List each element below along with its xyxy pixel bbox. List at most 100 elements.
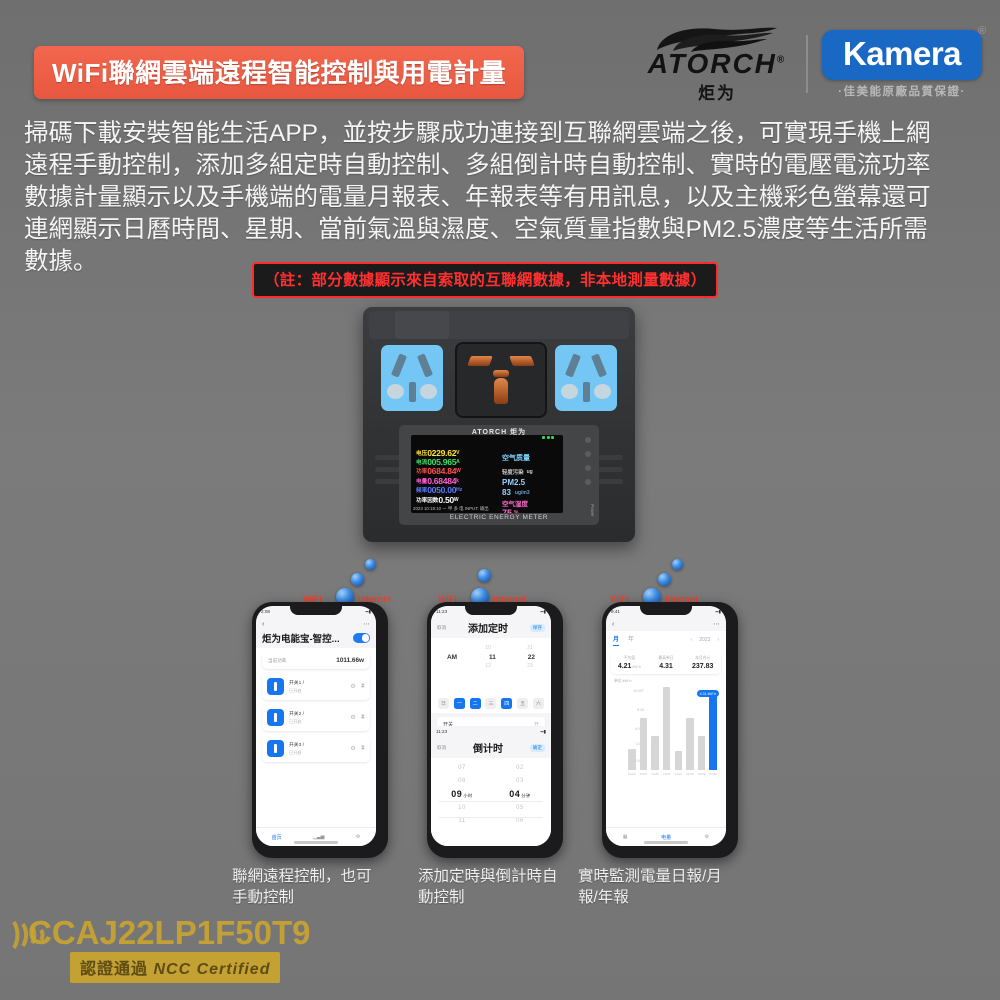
globe-icon	[336, 588, 354, 606]
switch-name: 开关3 /	[289, 743, 304, 749]
timer-icon[interactable]: ⧗	[360, 745, 365, 751]
countdown-navbar: 取消 倒计时 确定	[431, 737, 551, 758]
prev-period-icon[interactable]: ‹	[690, 637, 693, 643]
more-icon[interactable]: ⋯	[713, 621, 720, 628]
master-power-toggle[interactable]	[353, 633, 370, 643]
tab-energy[interactable]: 电量	[661, 834, 672, 841]
wifi-label: WiFi	[303, 594, 322, 604]
cancel-button[interactable]: 取消	[437, 744, 447, 750]
device-button[interactable]	[585, 437, 591, 443]
hour-selected[interactable]: 09小时	[451, 789, 473, 799]
tab-home-icon[interactable]: ▦	[622, 834, 628, 840]
chart-bar[interactable]	[651, 735, 659, 770]
weekday-sun[interactable]: 日	[438, 698, 449, 709]
socket-pin	[390, 353, 408, 378]
disclaimer-note: （註：部分數據顯示來自索取的互聯網數據，非本地測量數據）	[252, 262, 719, 298]
headline-text: WiFi聯網雲端遠程智能控制與用電計量	[52, 58, 507, 88]
chart-bar[interactable]	[697, 735, 706, 770]
back-icon[interactable]: ‹	[612, 620, 615, 628]
globe-icon	[672, 559, 683, 570]
switch-setting-row[interactable]: 开关 开	[437, 717, 545, 726]
y-tick: 2.00T	[635, 759, 644, 763]
settings-icon[interactable]: ⚙	[350, 746, 356, 752]
chart-bar[interactable]	[639, 718, 648, 770]
timer-icon[interactable]: ⧗	[360, 714, 365, 720]
tab-settings-icon[interactable]: ⚙	[704, 834, 710, 840]
hour-column[interactable]: 07 08 09小时 10 11	[445, 762, 479, 828]
chart-bar-highlight[interactable]	[709, 695, 717, 770]
current-power-card: 当前功率 1011.66w	[262, 652, 370, 669]
device-button[interactable]	[585, 479, 591, 485]
settings-icon[interactable]: ⚙	[350, 684, 356, 690]
tab-month[interactable]: 月	[613, 634, 620, 646]
universal-socket-center	[455, 342, 547, 418]
socket-pin	[582, 382, 590, 402]
switch-state: 已开启	[289, 687, 302, 693]
disclaimer-text: （註：部分數據顯示來自索取的互聯網數據，非本地測量數據）	[264, 272, 707, 289]
phone-notch	[290, 606, 342, 615]
minute-option[interactable]: 03	[516, 778, 524, 784]
switch-actions[interactable]: ⚙⧗	[350, 714, 365, 721]
minute-selected[interactable]: 04分钟	[509, 789, 531, 799]
chart-bar[interactable]	[662, 687, 671, 770]
weekday-fri[interactable]: 五	[517, 698, 529, 709]
stat-month-total: 本月合计 237.83	[684, 656, 721, 670]
bottom-tabbar[interactable]: ▦ 电量 ⚙	[606, 827, 726, 846]
timer-navbar: 取消 添加定时 保存	[431, 617, 551, 638]
hour-option[interactable]: 08	[458, 778, 466, 784]
period-tabs[interactable]: 月 年 ‹ 2023 ›	[606, 631, 726, 649]
switch-row[interactable]: 开关3 / 已开启 ⚙⧗	[262, 735, 370, 762]
x-tick: 21/26	[662, 772, 671, 776]
minute-option[interactable]: 06	[516, 818, 524, 824]
timer-icon[interactable]: ⧗	[360, 683, 365, 689]
chart-bars	[628, 684, 717, 770]
countdown-picker[interactable]: 07 08 09小时 10 11 02 03 04分钟 05 06	[431, 758, 551, 846]
x-tick: 21/28	[686, 772, 694, 776]
weekday-mon[interactable]: 一	[453, 698, 465, 709]
switch-actions[interactable]: ⚙⧗	[350, 745, 365, 752]
signal-dots-icon	[542, 435, 554, 439]
chart-bar[interactable]	[628, 749, 636, 770]
device-button[interactable]	[585, 451, 591, 457]
hour-option[interactable]: 11	[458, 818, 466, 824]
tab-home[interactable]: 首页	[271, 834, 282, 841]
weekday-sat[interactable]: 六	[532, 698, 544, 709]
weekday-selector[interactable]: 日 一 二 三 四 五 六	[431, 694, 551, 713]
minute-option[interactable]: 05	[516, 805, 524, 811]
tab-stats-icon[interactable]: ▁▃▅	[312, 834, 325, 840]
switch-row[interactable]: 开关1 / 已开启 ⚙⧗	[262, 673, 370, 700]
weekday-thu[interactable]: 四	[501, 698, 513, 709]
back-icon[interactable]: ‹	[262, 620, 265, 628]
hour-option[interactable]: 10	[458, 805, 466, 811]
tab-settings-icon[interactable]: ⚙	[355, 834, 361, 840]
switch-actions[interactable]: ⚙⧗	[350, 683, 365, 690]
stat-label: 最高单日	[658, 656, 674, 660]
ncc-badge-text: 認證通過 NCC Certified	[80, 961, 271, 978]
power-socket-left	[381, 345, 443, 411]
switch-state: 已开启	[289, 718, 302, 724]
tab-year[interactable]: 年	[628, 637, 635, 643]
weekday-tue[interactable]: 二	[469, 698, 481, 709]
next-period-icon[interactable]: ›	[717, 637, 719, 643]
cancel-button[interactable]: 取消	[437, 624, 447, 630]
countdown-panel: 11:23 ▪▪▮ 取消 倒计时 确定 07 08 09小时 10	[431, 726, 551, 846]
save-button[interactable]: 保存	[529, 623, 545, 632]
settings-icon[interactable]: ⚙	[350, 715, 356, 721]
chart-bar[interactable]	[686, 718, 694, 770]
switch-name: 开关2 /	[289, 712, 304, 718]
switch-row[interactable]: 开关2 / 已开启 ⚙⧗	[262, 704, 370, 731]
more-icon[interactable]: ⋯	[363, 621, 370, 628]
confirm-button[interactable]: 确定	[529, 743, 545, 752]
device-button[interactable]	[585, 465, 591, 471]
device-buttons[interactable]	[585, 437, 591, 485]
bottom-tabbar[interactable]: 首页 ▁▃▅ ⚙	[256, 827, 376, 846]
weekday-wed[interactable]: 三	[485, 698, 497, 709]
hour-option[interactable]: 07	[458, 765, 466, 771]
minute-option[interactable]: 02	[516, 765, 524, 771]
chart-bar[interactable]	[674, 751, 683, 770]
minute-column[interactable]: 02 03 04分钟 05 06	[503, 762, 537, 828]
current-power-label: 当前功率	[268, 657, 287, 663]
switch-setting-label: 开关	[443, 722, 454, 726]
